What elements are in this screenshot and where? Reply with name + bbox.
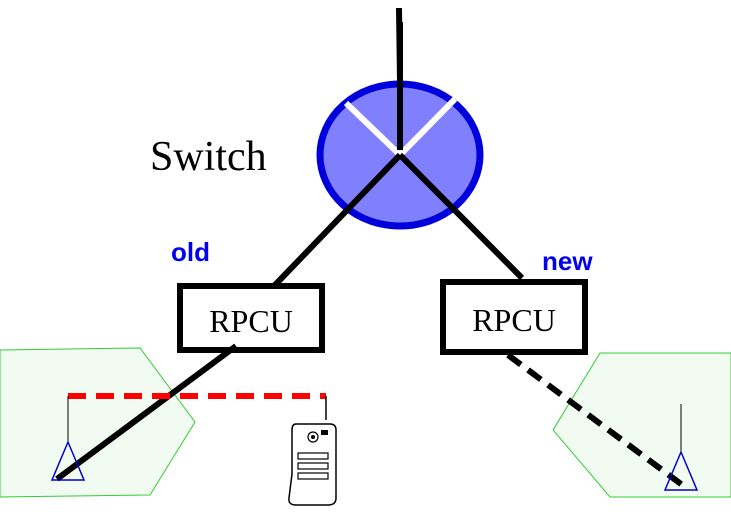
handset-icon	[288, 396, 337, 506]
antenna-icon-right	[663, 404, 699, 491]
switch-cross-a	[343, 100, 403, 158]
link-switch-to-new-rpcu	[397, 152, 525, 281]
new-label: new	[542, 246, 593, 276]
antenna-icon-left	[50, 396, 86, 481]
link-old-rpcu-to-antenna	[55, 343, 238, 482]
switch-cross-b	[397, 96, 458, 158]
rpcu-box-new	[440, 279, 588, 355]
link-new-rpcu-to-antenna	[506, 352, 687, 490]
cell-right	[552, 352, 731, 498]
rpcu-label-new: RPCU	[472, 302, 556, 338]
rpcu-box-old	[177, 283, 325, 353]
old-label: old	[171, 237, 210, 267]
link-switch-to-old-rpcu	[272, 152, 403, 288]
cell-left	[0, 347, 196, 498]
switch-label: Switch	[150, 134, 267, 180]
rpcu-label-old: RPCU	[209, 303, 293, 339]
